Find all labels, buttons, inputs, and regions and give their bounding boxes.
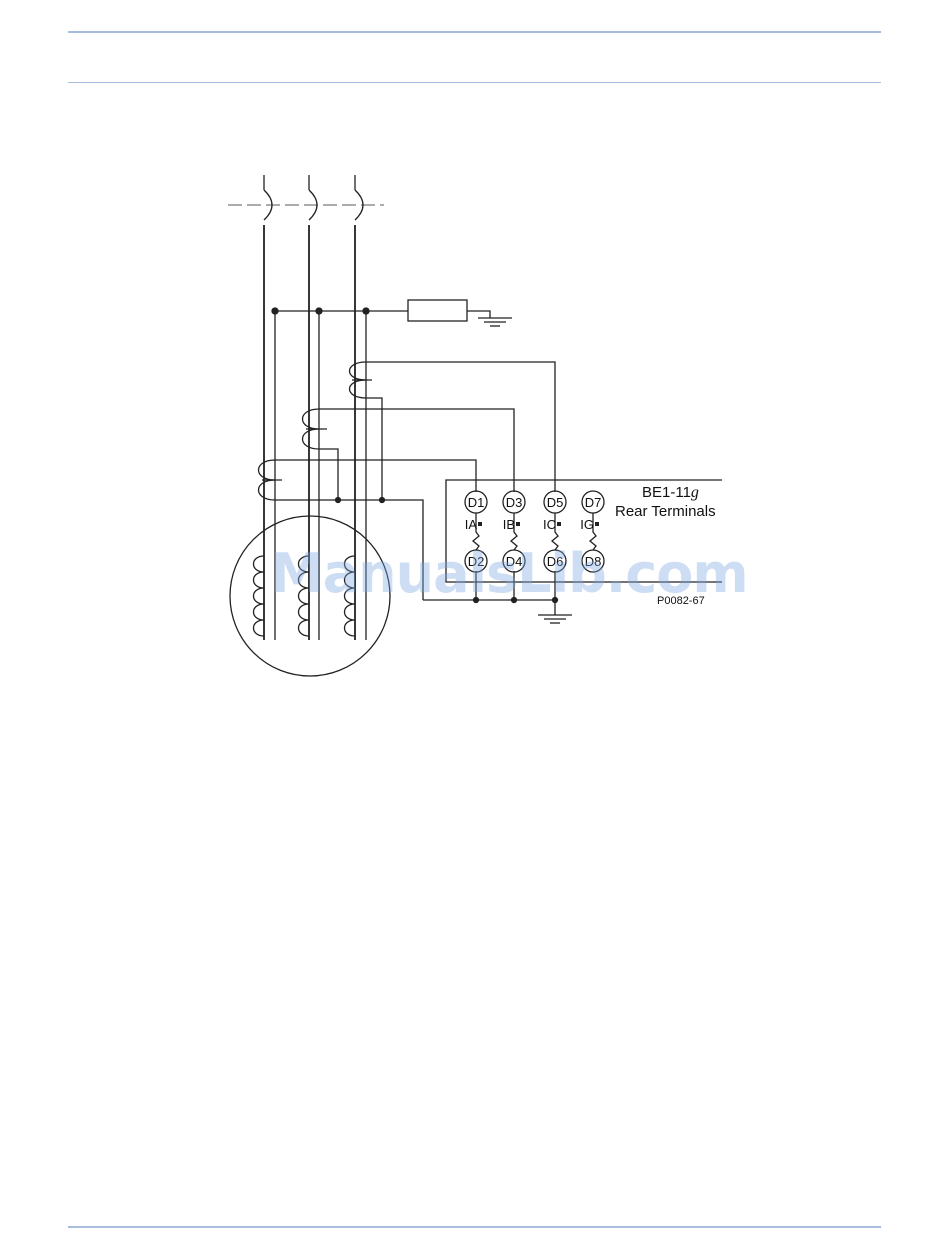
terminal-label-d7: D7 (585, 495, 602, 510)
terminal-label-d1: D1 (468, 495, 485, 510)
input-label-ig: IG (580, 517, 594, 532)
terminal-label-d3: D3 (506, 495, 523, 510)
input-label-ia: IA (465, 517, 478, 532)
current-transformer-a (259, 460, 477, 500)
relay-subtitle: Rear Terminals (615, 503, 716, 520)
circuit-breaker (228, 175, 384, 220)
watermark: ManualsLib.com (270, 542, 748, 605)
current-transformer-b (303, 409, 515, 502)
input-label-ib: IB (503, 517, 515, 532)
grounding-resistor (408, 300, 467, 321)
input-label-ic: IC (543, 517, 556, 532)
current-transformer-c (350, 362, 556, 502)
relay-model: BE1-11g (642, 484, 699, 501)
terminal-label-d5: D5 (547, 495, 564, 510)
